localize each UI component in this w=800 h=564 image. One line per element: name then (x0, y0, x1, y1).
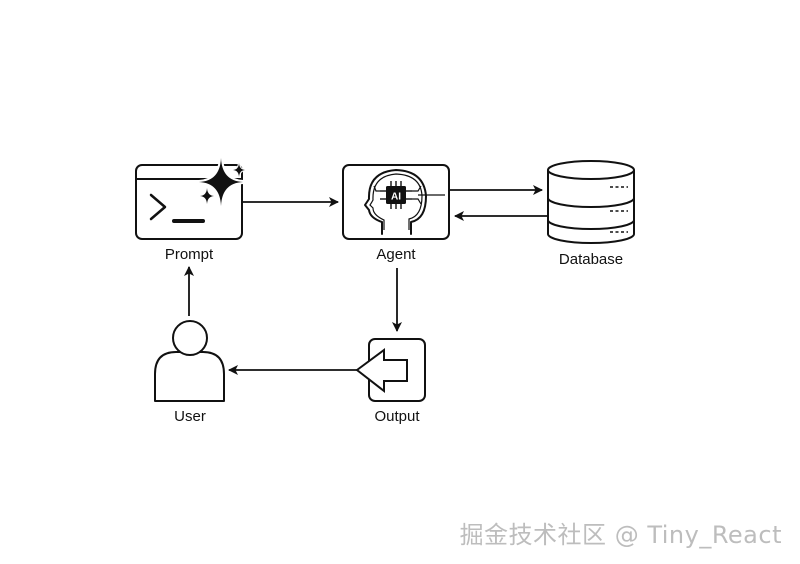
prompt-node: Prompt (135, 157, 246, 263)
user-label: User (174, 408, 206, 425)
prompt-label: Prompt (165, 246, 214, 263)
ai-chip-text: AI (391, 192, 401, 203)
agent-label: Agent (376, 246, 416, 263)
output-arrow-icon (355, 338, 426, 402)
terminal-sparkle-icon (135, 157, 246, 240)
ai-brain-head-icon: AI (342, 164, 450, 240)
database-icon (547, 160, 635, 244)
database-label: Database (559, 251, 623, 268)
user-icon (154, 320, 225, 402)
user-node: User (154, 320, 225, 425)
agent-node: AI Agent (342, 164, 450, 263)
output-label: Output (374, 408, 420, 425)
watermark: 掘金技术社区 @ Tiny_React (459, 521, 782, 549)
database-node: Database (547, 160, 635, 268)
output-node: Output (355, 338, 426, 425)
